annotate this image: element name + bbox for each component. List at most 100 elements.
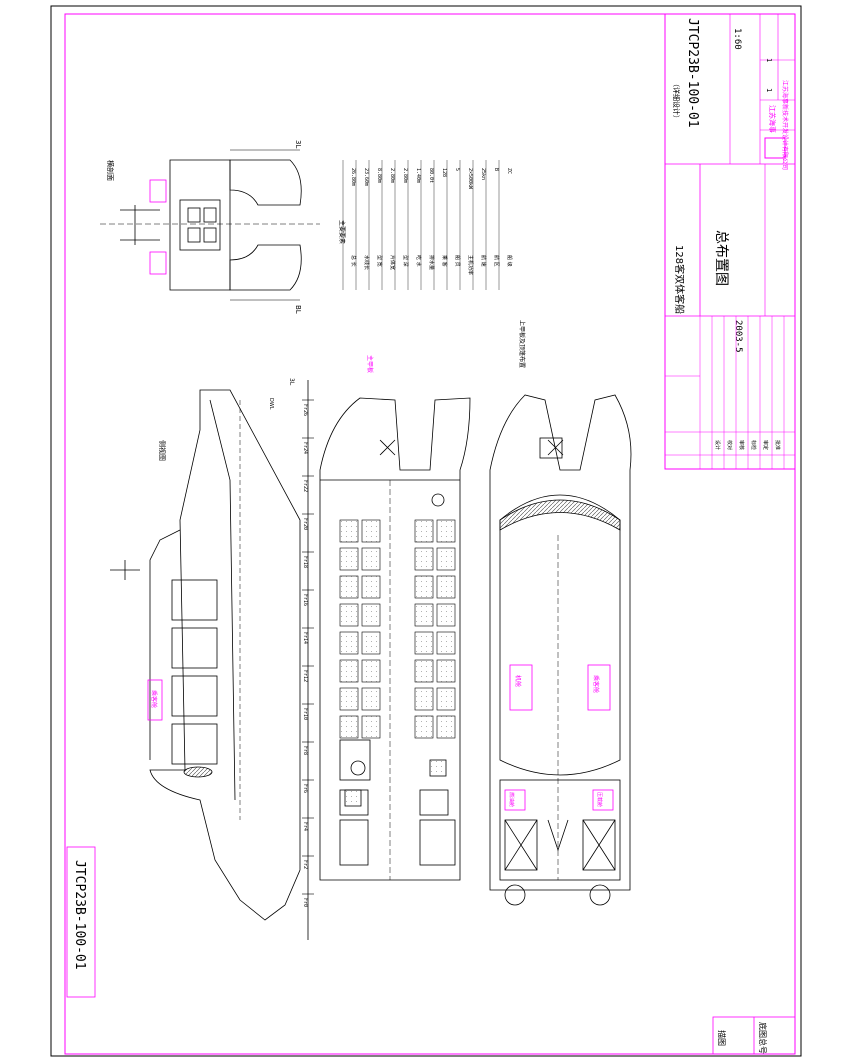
seat: [339, 603, 359, 627]
particular-label: 吃 水: [415, 255, 422, 267]
title-block: JTCP23B-100-01 （详细设计） 1:60 1 1 江苏海事 江苏海事…: [664, 13, 796, 470]
seat: [414, 547, 434, 571]
outer-border: [50, 5, 802, 1057]
sheet-index: 1: [765, 88, 773, 92]
particular-value: ZC: [506, 168, 512, 174]
section-3l-label: 3L: [294, 140, 302, 148]
profile-dwl-label: DWL: [268, 398, 274, 410]
seat: [361, 631, 381, 655]
seat: [414, 603, 434, 627]
drawing-title: 总布置图: [713, 230, 729, 286]
seat: [436, 631, 456, 655]
particular-value: 2.80m: [389, 168, 395, 183]
seat: [361, 659, 381, 683]
particular-value: 1.40m: [415, 168, 421, 183]
signoff-approve: 审定: [762, 440, 769, 450]
seat: [436, 519, 456, 543]
section-view-title: 横剖面: [106, 160, 115, 181]
particular-label: 水线长: [363, 255, 370, 270]
seat: [361, 715, 381, 739]
seat: [414, 575, 434, 599]
particular-label: 型 深: [402, 255, 409, 267]
company-logo-icon: [764, 137, 786, 159]
seat: [436, 603, 456, 627]
fuel-label-left: 燃油舱: [508, 792, 515, 807]
seat: [436, 659, 456, 683]
particular-value: 5: [454, 168, 460, 171]
particular-label: 型 宽: [376, 255, 383, 267]
frame-label: Fr12: [302, 670, 308, 682]
signoff-check: 校对: [726, 440, 733, 450]
particular-value: 2×500kW: [467, 168, 473, 190]
frame-label: Fr14: [302, 632, 308, 644]
seat: [414, 519, 434, 543]
seat: [414, 687, 434, 711]
particular-value: 2.80m: [402, 168, 408, 183]
seat: [436, 687, 456, 711]
cross-section-view: 横剖面 BL 3L: [100, 140, 320, 314]
drawing-number: JTCP23B-100-01: [685, 18, 700, 128]
particular-label: 船 员: [454, 255, 461, 267]
frame-label: Fr18: [302, 556, 308, 568]
seat: [339, 631, 359, 655]
base-number-label: 底图总号: [758, 1022, 768, 1054]
particular-label: 船 级: [506, 255, 513, 267]
seat: [436, 715, 456, 739]
particular-label: 乘 客: [441, 255, 448, 267]
side-number-box: [66, 846, 96, 998]
particular-value: 25kn: [480, 168, 486, 180]
frame-label: Fr6: [302, 784, 308, 793]
trace-label: 描图: [717, 1030, 727, 1046]
seat: [361, 687, 381, 711]
section-bl-label: BL: [294, 305, 302, 314]
particular-label: 航 速: [480, 255, 487, 267]
ballast-label-right: 压载舱: [596, 792, 603, 807]
profile-view-title: 侧视图: [158, 440, 167, 461]
frame-label: Fr0: [302, 898, 308, 907]
particular-label: 航 区: [493, 255, 500, 267]
particular-value: B: [493, 168, 499, 171]
signoff-review: 审核: [738, 440, 745, 450]
particulars-title: 主要要素: [338, 220, 346, 244]
inner-border: [64, 13, 796, 1055]
cabin-label-right: 乘客舱: [592, 675, 600, 693]
revision-grid: [665, 316, 795, 469]
seats-left: [339, 519, 381, 739]
frame-ticks: Fr26Fr24Fr22Fr20Fr18Fr16Fr14Fr12Fr10Fr8F…: [302, 399, 314, 907]
frame-label: Fr26: [302, 404, 308, 416]
particular-value: 8.80m: [376, 168, 382, 183]
profile-3l-label: 3L: [288, 378, 295, 386]
profile-view: 侧视图 DWL 3L 乘客舱: [110, 378, 301, 921]
frame-label: Fr4: [302, 822, 308, 831]
particular-value: 128: [441, 168, 447, 177]
upper-deck-view: 上甲板及顶篷布置 机舱 乘客舱 燃油舱 压载舱: [489, 320, 632, 906]
design-stage: （详细设计）: [672, 80, 681, 122]
upper-deck-title: 上甲板及顶篷布置: [518, 320, 526, 368]
vessel-name: 128客双体客船: [673, 245, 686, 314]
seat: [339, 715, 359, 739]
side-drawing-number: JTCP23B-100-01: [72, 860, 87, 970]
seat: [339, 547, 359, 571]
particular-label: 排水量: [428, 255, 435, 270]
particular-label: 主机功率: [467, 255, 474, 275]
scale-value: 1:60: [732, 28, 742, 50]
design-date: 2003-5: [733, 320, 743, 353]
frame-label: Fr2: [302, 860, 308, 869]
passenger-cabin-label-profile: 乘客舱: [150, 690, 158, 708]
seat: [436, 575, 456, 599]
seat: [339, 659, 359, 683]
seat: [361, 575, 381, 599]
main-deck-title: 主甲板: [366, 355, 374, 373]
frame-label: Fr22: [302, 480, 308, 492]
seat: [361, 547, 381, 571]
frame-label: Fr24: [302, 442, 308, 454]
seat: [361, 603, 381, 627]
frame-label: Fr10: [302, 708, 308, 720]
frame-label: Fr8: [302, 746, 308, 755]
seat: [414, 631, 434, 655]
particular-value: 80.0t: [428, 168, 434, 183]
seat: [339, 519, 359, 543]
seat: [339, 575, 359, 599]
